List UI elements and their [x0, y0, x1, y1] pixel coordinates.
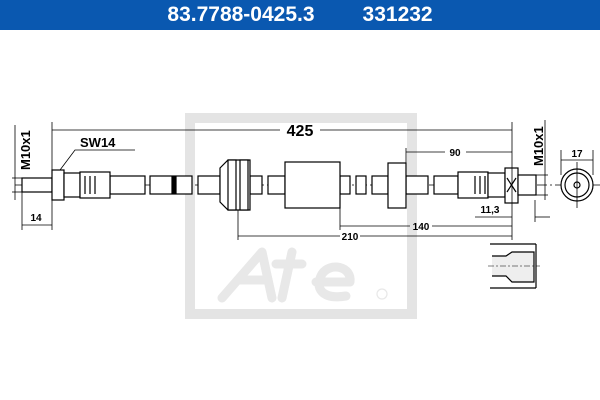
dimension-labels: 425 SW14 90 140 210 11,3 14 17 M10x1 M10…	[18, 123, 583, 243]
left-thread-label: M10x1	[18, 130, 33, 170]
reference-number: 331232	[362, 3, 433, 26]
dimension-lines	[12, 120, 594, 240]
title-bar: 83.7788-0425.3 331232	[0, 0, 600, 30]
part-number: 83.7788-0425.3	[167, 3, 315, 26]
grommet-dim-label: 210	[342, 232, 359, 243]
wrench-size-label: SW14	[80, 135, 116, 150]
ate-watermark	[185, 113, 417, 319]
grommet	[219, 159, 251, 211]
right-fitting	[457, 167, 537, 204]
cylinder-dim-label: 140	[413, 222, 430, 233]
left-fitting	[21, 169, 111, 201]
end-diameter-label: 17	[571, 149, 583, 160]
collar	[387, 162, 407, 209]
ate-logo-mark	[217, 247, 355, 303]
port-section-detail	[488, 243, 540, 289]
end-view	[560, 162, 594, 208]
right-offset-label: 11,3	[481, 205, 500, 216]
total-length-label: 425	[287, 123, 314, 140]
registered-mark	[376, 288, 388, 300]
cylinder-sleeve	[284, 161, 341, 209]
sleeve-marker	[171, 176, 177, 194]
left-thread-length-label: 14	[30, 213, 42, 224]
collar-dim-label: 90	[449, 148, 461, 159]
right-thread-label: M10x1	[531, 126, 546, 166]
